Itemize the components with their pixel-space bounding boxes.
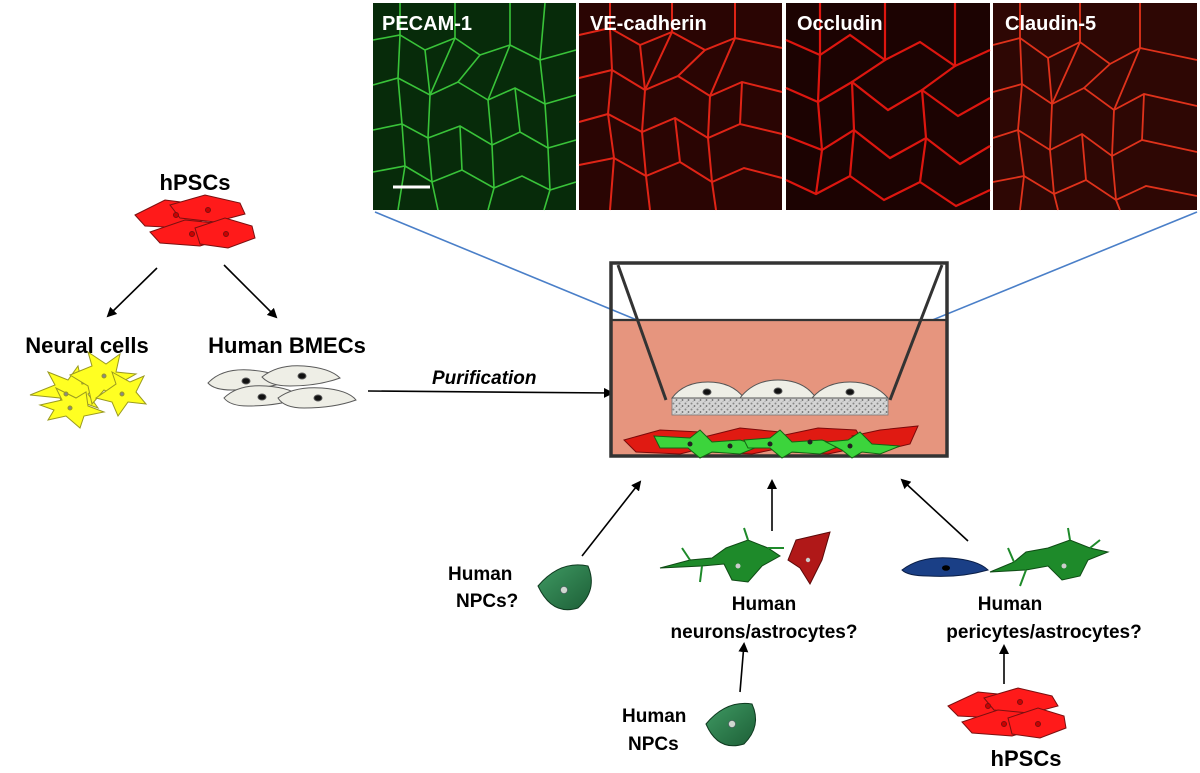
hpsc-cluster-top <box>134 194 256 249</box>
arrow-pericytes-astro-to-well <box>900 478 969 542</box>
micrograph-panel-claudin5: Claudin-5 <box>992 3 1198 211</box>
insert-wall-left <box>616 264 668 401</box>
micrograph-panel-occludin: Occludin <box>785 3 991 210</box>
micrograph-label-occludin: Occludin <box>797 13 883 35</box>
purification-label: Purification <box>432 368 537 389</box>
micrograph-label-pecam1: PECAM-1 <box>382 13 472 35</box>
insert-wall-right <box>888 264 944 401</box>
neural-cells-label: Neural cells <box>25 333 149 358</box>
bmec-cluster <box>207 365 357 409</box>
micrograph-panel-pecam1: PECAM-1 <box>372 2 577 211</box>
arrow-hpscs-to-neural <box>106 267 158 318</box>
human-bmecs-label: Human BMECs <box>208 333 366 358</box>
arrow-npcs-to-neurons <box>738 642 749 693</box>
neurons-astro-label-line1: Human <box>732 594 796 615</box>
hpscs-top-label: hPSCs <box>160 170 231 195</box>
bmec-monolayer <box>670 379 890 399</box>
npc-question-label-line1: Human <box>448 564 512 585</box>
arrow-hpscs-to-bmecs <box>223 264 278 319</box>
transwell-membrane <box>671 397 889 416</box>
pericytes-astro-label-line2: pericytes/astrocytes? <box>946 622 1141 643</box>
hpscs-bottom-label: hPSCs <box>991 746 1062 771</box>
npc-bottom-label-line1: Human <box>622 706 686 727</box>
neurons-astro-label-line2: neurons/astrocytes? <box>671 622 858 643</box>
neural-cell-cluster <box>29 350 148 429</box>
arrow-npcs-to-well <box>581 480 642 557</box>
npc-cell-bottom <box>705 702 757 747</box>
neuron-astrocyte-cells <box>659 527 831 586</box>
purification-arrow <box>367 387 614 398</box>
coculture-cells <box>623 425 919 459</box>
micrograph-label-ve-cadherin: VE-cadherin <box>590 13 707 35</box>
hpsc-cluster-bottom <box>947 687 1067 739</box>
pericytes-astro-label-line1: Human <box>978 594 1042 615</box>
transwell-culture <box>609 261 949 459</box>
pericyte-astrocyte-cells <box>901 527 1110 587</box>
npc-question-label-line2: NPCs? <box>456 591 518 612</box>
npc-cell-left <box>537 564 592 611</box>
micrograph-panel-ve-cadherin: VE-cadherin <box>578 3 783 211</box>
npc-bottom-label-line2: NPCs <box>628 734 679 755</box>
micrograph-label-claudin5: Claudin-5 <box>1005 13 1096 35</box>
